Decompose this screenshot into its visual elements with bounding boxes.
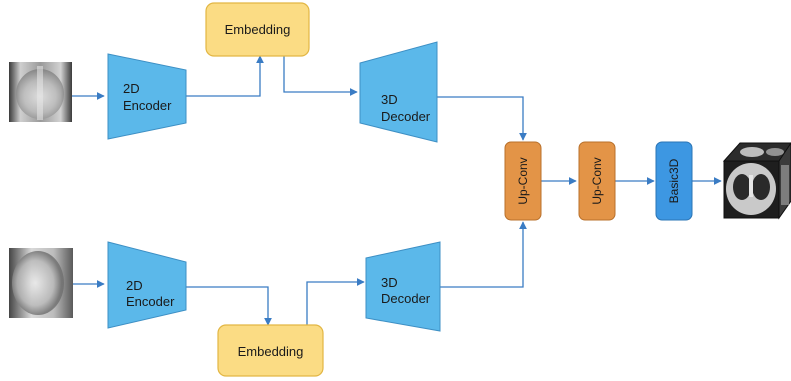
upconv-2-label: Up-Conv [590,157,604,204]
encoder-top: 2D Encoder [107,53,187,140]
arrow-encoder-to-embedding-bottom [186,286,272,326]
upconv-block-1: Up-Conv [504,141,542,221]
decoder-bottom: 3D Decoder [365,241,441,332]
ct-volume-cube-image [722,142,791,220]
decoder-bottom-line1: 3D [381,275,398,290]
embedding-top-label: Embedding [225,22,291,37]
basic3d-block: Basic3D [655,141,693,221]
decoder-top-line1: 3D [381,92,398,107]
encoder-bottom: 2D Encoder [107,241,187,329]
basic3d-label: Basic3D [667,158,681,203]
arrow-embedding-to-decoder-top [283,56,358,96]
embedding-bottom-label: Embedding [238,344,304,359]
connectors [72,55,722,326]
lateral-xray-image [9,248,73,318]
encoder-top-line2: Encoder [123,98,172,113]
decoder-top-line2: Decoder [381,109,431,124]
arrow-decoder-bottom-to-upconv [440,221,527,288]
decoder-top: 3D Decoder [359,41,438,143]
arrow-embedding-to-decoder-bottom [306,278,365,325]
arrow-decoder-top-to-upconv [437,96,527,141]
embedding-box-bottom: Embedding [217,324,324,377]
decoder-bottom-line2: Decoder [381,291,431,306]
upconv-1-label: Up-Conv [516,157,530,204]
encoder-bottom-line1: 2D [126,278,143,293]
embedding-box-top: Embedding [205,2,310,57]
encoder-top-line1: 2D [123,81,140,96]
arrow-encoder-to-embedding-top [186,55,264,97]
upconv-block-2: Up-Conv [578,141,616,221]
encoder-bottom-line2: Encoder [126,294,175,309]
frontal-xray-image [9,62,72,122]
